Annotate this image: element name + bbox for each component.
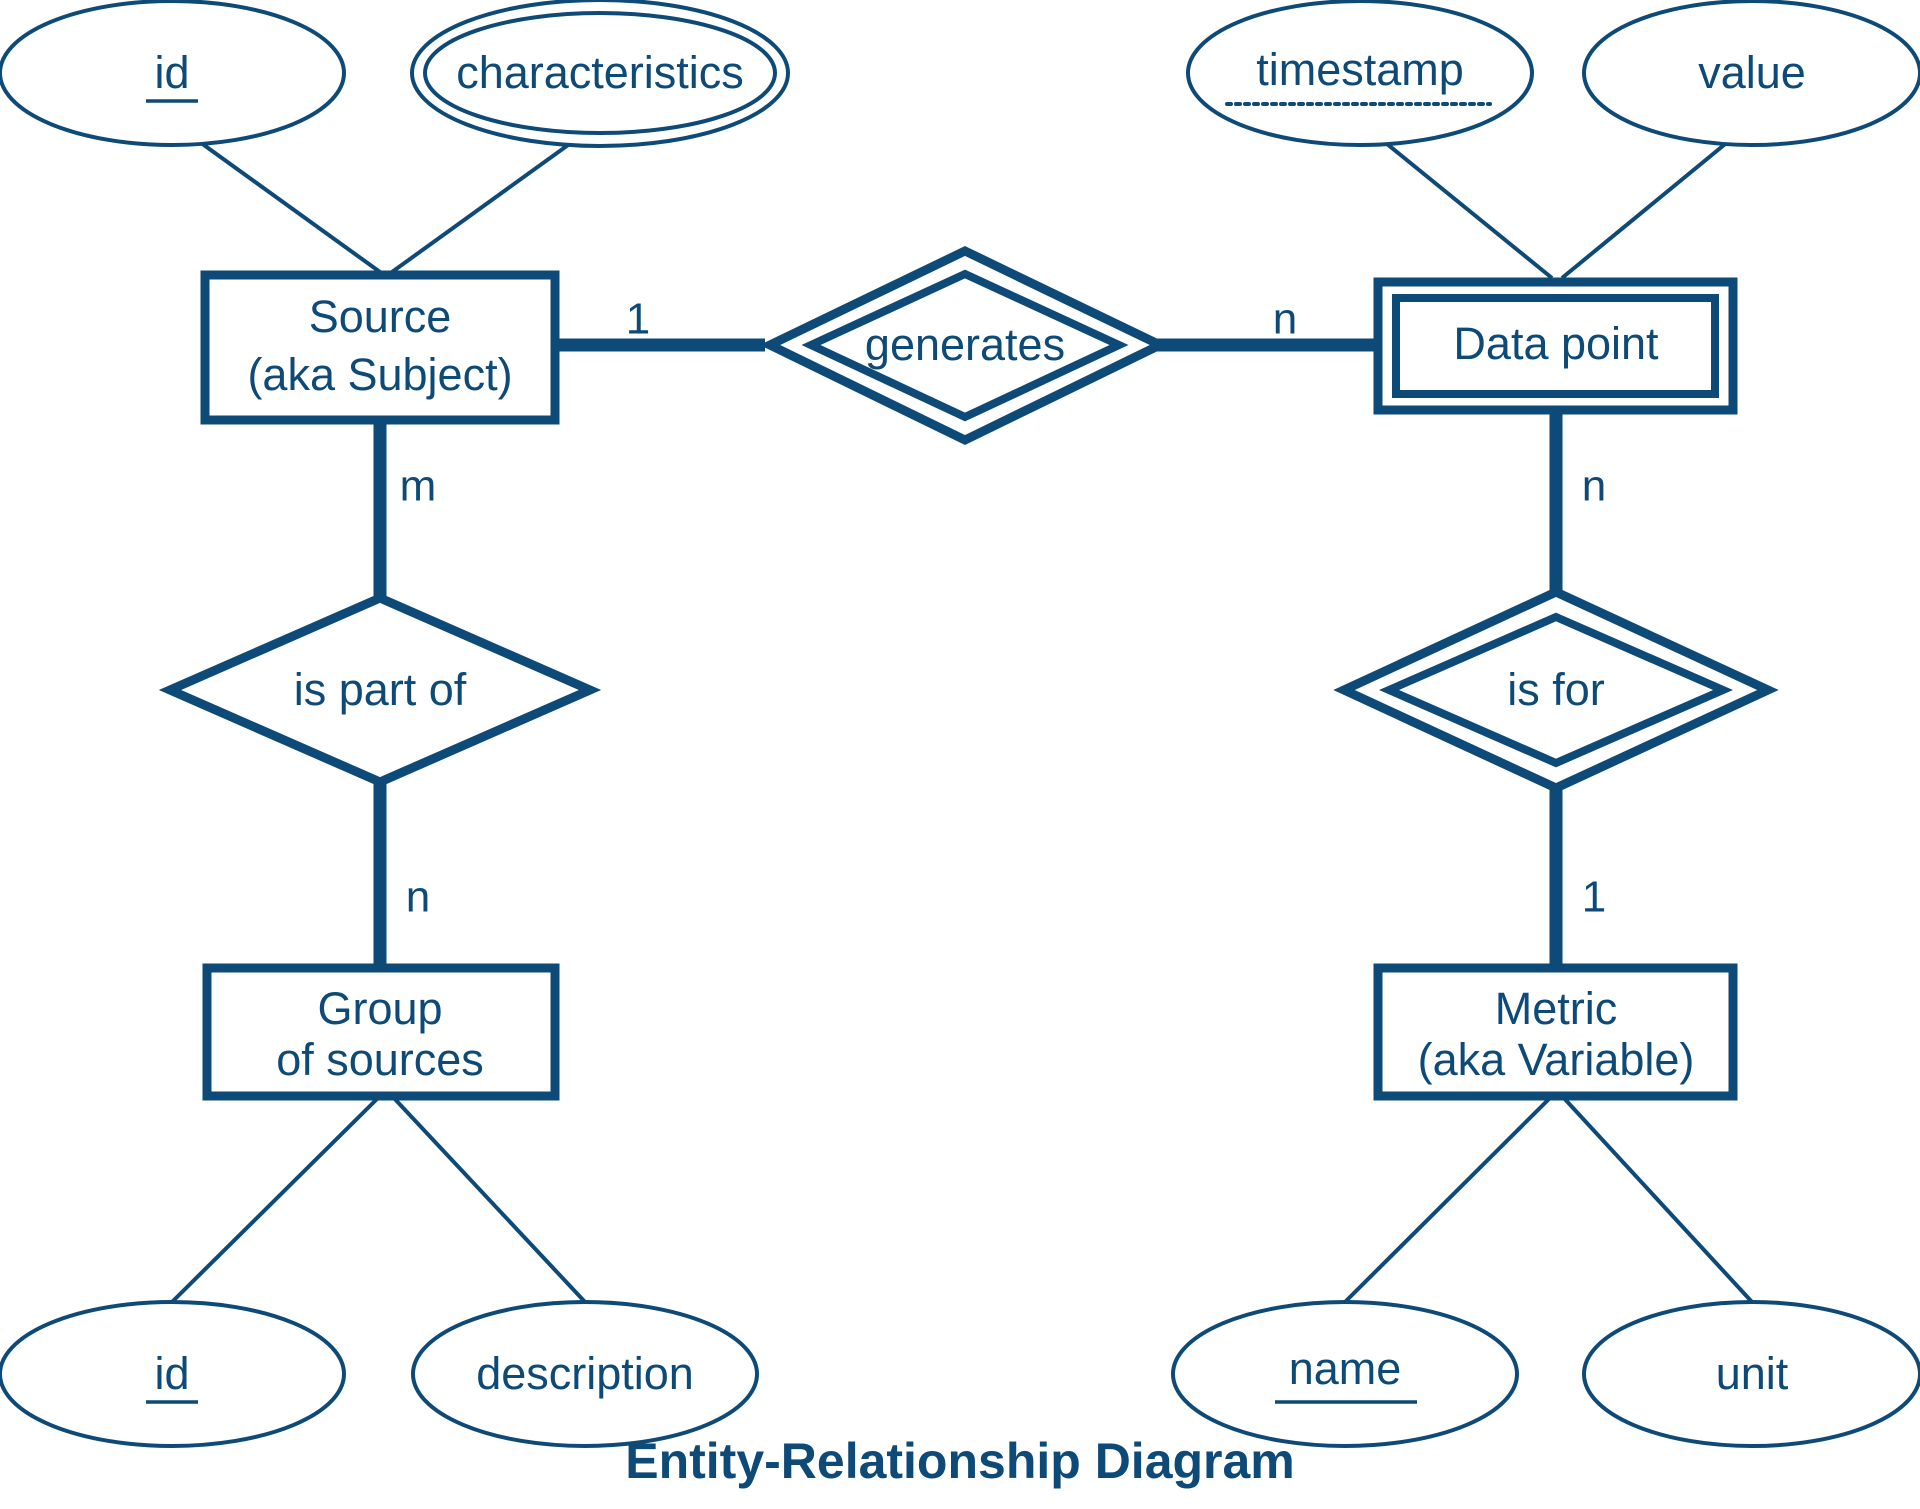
attribute-source-id[interactable]: id bbox=[0, 0, 346, 147]
cardinality-source-ispartof: m bbox=[400, 462, 437, 511]
edge-metric-name bbox=[1343, 1094, 1554, 1304]
entity-source[interactable]: Source (aka Subject) bbox=[200, 270, 560, 425]
relationship-is-part-of[interactable]: is part of bbox=[158, 593, 602, 787]
page-title: Entity-Relationship Diagram bbox=[625, 1433, 1295, 1489]
relationship-generates[interactable]: generates bbox=[759, 246, 1171, 446]
cardinality-datapoint-isfor: n bbox=[1582, 462, 1606, 511]
entity-source-label-line2: (aka Subject) bbox=[247, 349, 512, 400]
attribute-datapoint-timestamp-label: timestamp bbox=[1256, 44, 1464, 95]
relationship-is-part-of-label: is part of bbox=[294, 664, 467, 715]
attribute-datapoint-value[interactable]: value bbox=[1582, 0, 1920, 147]
edge-datapoint-timestamp bbox=[1358, 120, 1554, 280]
edge-group-description bbox=[390, 1094, 587, 1304]
attribute-datapoint-timestamp[interactable]: timestamp bbox=[1186, 0, 1534, 147]
attribute-source-id-label: id bbox=[154, 47, 189, 98]
relationship-is-for-label: is for bbox=[1507, 664, 1605, 715]
entity-metric[interactable]: Metric (aka Variable) bbox=[1373, 963, 1738, 1101]
entity-metric-label-line2: (aka Variable) bbox=[1418, 1034, 1695, 1085]
attribute-datapoint-value-label: value bbox=[1698, 47, 1806, 98]
cardinality-ispartof-group: n bbox=[406, 873, 430, 922]
attribute-source-characteristics[interactable]: characteristics bbox=[410, 0, 790, 148]
entity-group-of-sources[interactable]: Group of sources bbox=[202, 963, 560, 1101]
cardinality-source-generates: 1 bbox=[626, 295, 650, 344]
entity-data-point[interactable]: Data point bbox=[1373, 277, 1738, 415]
edge-source-id bbox=[170, 120, 382, 274]
entity-metric-label-line1: Metric bbox=[1495, 983, 1618, 1034]
attribute-group-description-label: description bbox=[476, 1348, 694, 1399]
relationship-is-for[interactable]: is for bbox=[1333, 587, 1779, 793]
edge-group-id bbox=[170, 1094, 382, 1304]
attribute-group-description[interactable]: description bbox=[411, 1300, 759, 1448]
cardinality-generates-datapoint: n bbox=[1273, 295, 1297, 344]
edge-datapoint-value bbox=[1560, 120, 1754, 280]
cardinality-isfor-metric: 1 bbox=[1582, 873, 1606, 922]
relationship-generates-label: generates bbox=[865, 319, 1065, 370]
attribute-source-characteristics-label: characteristics bbox=[456, 47, 744, 98]
entity-source-label-line1: Source bbox=[309, 291, 452, 342]
entity-group-label-line1: Group bbox=[317, 983, 442, 1034]
entity-group-label-line2: of sources bbox=[276, 1034, 484, 1085]
attribute-group-id-label: id bbox=[154, 1348, 189, 1399]
entity-data-point-label-line1: Data point bbox=[1453, 318, 1659, 369]
edge-source-characteristics bbox=[390, 120, 602, 274]
attribute-metric-name[interactable]: name bbox=[1171, 1300, 1519, 1448]
attribute-metric-name-label: name bbox=[1289, 1343, 1402, 1394]
attribute-metric-unit-label: unit bbox=[1716, 1348, 1789, 1399]
edge-metric-unit bbox=[1560, 1094, 1754, 1304]
attribute-metric-unit[interactable]: unit bbox=[1582, 1300, 1920, 1448]
attribute-group-id[interactable]: id bbox=[0, 1300, 346, 1448]
